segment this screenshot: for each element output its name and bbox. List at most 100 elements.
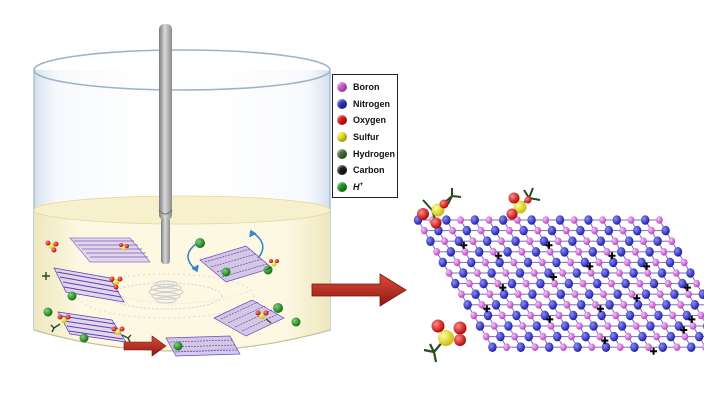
boron-atom <box>469 237 477 245</box>
boron-atom <box>677 301 684 309</box>
boron-atom <box>588 343 596 352</box>
boron-atom <box>616 269 623 277</box>
plus-sign <box>549 273 557 281</box>
boron-atom <box>502 269 510 277</box>
nitrogen-atom <box>442 215 451 225</box>
nitrogen-atom <box>463 300 472 310</box>
boron-atom <box>653 332 660 341</box>
nitrogen-atom <box>487 268 496 278</box>
boron-atom <box>486 290 494 299</box>
nitrogen-atom <box>536 278 545 289</box>
nitrogen-atom <box>503 247 512 257</box>
nitrogen-atom <box>532 321 541 331</box>
nitrogen-atom <box>462 225 471 236</box>
boron-atom <box>547 322 555 330</box>
boron-atom <box>661 322 668 330</box>
nitrogen-atom <box>483 310 493 321</box>
boron-atom <box>627 216 635 224</box>
nitrogen-atom <box>576 225 585 236</box>
boron-atom <box>599 216 606 224</box>
legend-label: Sulfur <box>353 132 379 143</box>
nitrogen-atom <box>613 289 622 300</box>
nitrogen-atom <box>528 289 537 300</box>
nitrogen-atom <box>499 289 509 300</box>
plus-sign <box>586 262 594 270</box>
nitrogen-atom <box>446 247 455 257</box>
nitrogen-atom <box>516 342 525 353</box>
boron-atom <box>498 237 505 245</box>
sulfate-clusters <box>42 240 279 343</box>
nitrogen-atom <box>658 342 667 353</box>
boron-atom <box>551 279 558 288</box>
nitrogen-atom <box>645 247 654 257</box>
proton-swatch <box>337 181 347 192</box>
nitrogen-atom <box>641 289 651 300</box>
flake-2 <box>53 267 125 303</box>
nitrogen-atom <box>585 289 594 300</box>
legend-label: Nitrogen <box>353 98 390 109</box>
inner-arrow <box>123 335 167 357</box>
boron-atom <box>664 279 672 288</box>
boron-atom <box>530 269 538 277</box>
boron-atom <box>441 237 448 245</box>
nitrogen-atom <box>596 236 605 246</box>
boron-atom <box>619 226 627 235</box>
boron-atom <box>697 311 704 320</box>
nitrogen-atom <box>588 247 597 257</box>
nitrogen-atom <box>471 289 480 300</box>
nitrogen-atom <box>470 215 479 225</box>
nitrogen-atom <box>524 331 533 342</box>
nitrogen-atom <box>488 342 497 353</box>
boron-atom <box>477 226 485 235</box>
nitrogen-atom <box>666 331 675 342</box>
nitrogen-atom <box>661 225 670 236</box>
legend-label: Boron <box>353 82 380 93</box>
electrode <box>158 24 173 264</box>
protons <box>43 238 301 351</box>
nitrogen-atom <box>604 225 613 236</box>
nitrogen-atom <box>504 321 513 331</box>
nitrogen-atom <box>561 321 570 331</box>
nitrogen-atom <box>475 247 484 257</box>
boron-atom <box>503 343 510 352</box>
nitrogen-atom <box>621 278 630 289</box>
boron-atom <box>542 216 550 224</box>
boron-atom <box>506 301 514 309</box>
sulfonate-group-top-right <box>506 187 541 220</box>
nitrogen-atom <box>569 310 578 321</box>
nitrogen-atom <box>544 268 553 278</box>
boron-atom <box>632 322 640 330</box>
flake-5 <box>213 299 285 337</box>
boron-atom <box>595 258 603 267</box>
liquid-surface <box>33 195 331 225</box>
nitrogen-atom <box>459 268 468 278</box>
nitrogen-atom <box>633 225 642 236</box>
boron-atom <box>611 237 619 245</box>
boron-atom <box>453 258 461 267</box>
nitrogen-atom <box>483 236 492 246</box>
boron-atom <box>645 343 652 352</box>
boron-atom <box>482 258 489 267</box>
boron-atom <box>498 311 506 320</box>
legend-label: H+ <box>353 182 363 192</box>
boron-atom <box>568 332 575 341</box>
boron-atom <box>632 248 639 256</box>
nitrogen-atom <box>523 257 533 268</box>
nitrogen-atom <box>540 310 549 321</box>
nitrogen-atom <box>454 236 463 246</box>
nitrogen-atom <box>646 321 655 331</box>
boron-atom <box>579 279 587 288</box>
nitrogen-atom <box>548 300 557 310</box>
legend-item-proton: H+ <box>337 179 394 196</box>
nitrogen-atom <box>686 268 695 278</box>
nitrogen-atom <box>601 342 611 353</box>
nitrogen-atom <box>577 300 586 310</box>
boron-atom <box>656 290 664 299</box>
nitrogen-atom <box>670 289 679 300</box>
legend-item-boron: Boron <box>337 79 394 96</box>
boron-atom <box>640 311 648 320</box>
boron-atom <box>656 216 663 224</box>
boron-atom <box>449 226 456 235</box>
plus-sign <box>683 284 691 292</box>
boron-atom <box>482 332 490 341</box>
